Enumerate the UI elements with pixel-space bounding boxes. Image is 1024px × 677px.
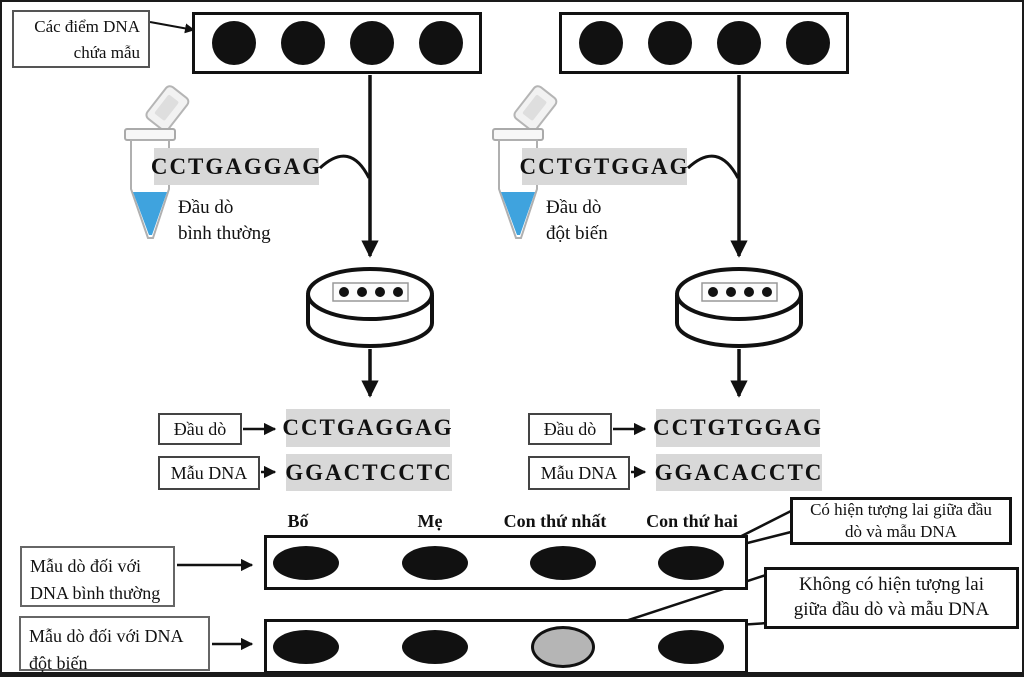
- blot-spot-mother-mutant: [402, 630, 468, 664]
- blot-spot-father-mutant: [273, 630, 339, 664]
- blot-header-second-child: Con thứ hai: [646, 511, 738, 531]
- dna-spot: [280, 21, 325, 65]
- hybridized-callout-line1: Có hiện tượng lai giữa đầu: [810, 499, 992, 519]
- blot-spot-father-normal: [273, 546, 339, 580]
- normal-tube-sequence-chip: CCTGAGGAG: [151, 148, 320, 185]
- dna-spot: [716, 21, 761, 65]
- normal-probe-curve-connector: [318, 154, 371, 179]
- mutant-hybridization-dish-icon: [675, 267, 803, 348]
- blot-spot-second-child-mutant: [658, 630, 724, 664]
- mutant-probe-label-box: Đầu dò: [528, 413, 612, 445]
- hybridized-callout-box: Có hiện tượng lai giữa đầu dò và mẫu DNA: [790, 497, 1012, 545]
- not-hybridized-callout-line2: giữa đầu dò và mẫu DNA: [793, 599, 990, 620]
- dna-spot: [211, 21, 256, 65]
- dna-spot: [647, 21, 692, 65]
- blot-header-father: Bố: [287, 511, 309, 531]
- mutant-probe-curve-connector: [686, 154, 740, 179]
- blot-spot-first-child-mutant-no-signal: [531, 626, 595, 668]
- sample-points-label-line2: chứa mẫu: [73, 43, 140, 63]
- normal-tube-caption: Đầu dò bình thường: [178, 195, 271, 246]
- normal-hybridization-dish-icon: [306, 267, 434, 348]
- mutant-row-label-line2: đột biến: [29, 653, 88, 673]
- dna-spot-strip-normal: [192, 12, 482, 74]
- blot-header-mother: Mẹ: [417, 511, 443, 531]
- mutant-row-label-line1: Mẫu dò đối với DNA: [29, 626, 184, 646]
- not-hybridized-callout-box: Không có hiện tượng lai giữa đầu dò và m…: [764, 567, 1019, 629]
- normal-probe-sequence-chip: CCTGAGGAG: [282, 409, 452, 447]
- mutant-tube-sequence-chip: CCTGTGGAG: [519, 148, 688, 185]
- hybridized-callout-line2: dò và mẫu DNA: [845, 522, 957, 541]
- mutant-probe-sequence-chip: CCTGTGGAG: [653, 409, 821, 447]
- normal-tube-caption-line2: bình thường: [178, 222, 271, 244]
- dna-spot: [578, 21, 623, 65]
- not-hybridized-callout-line1: Không có hiện tượng lai: [799, 574, 984, 596]
- dna-spot: [349, 21, 394, 65]
- mutant-tube-caption: Đầu dò đột biến: [546, 195, 608, 246]
- normal-sample-label-box: Mẫu DNA: [158, 456, 260, 490]
- normal-probe-label-box: Đầu dò: [158, 413, 242, 445]
- mutant-sample-label-box: Mẫu DNA: [528, 456, 630, 490]
- mutant-sample-sequence-chip: GGACACCTC: [655, 454, 822, 491]
- sample-points-label-box: Các điểm DNA chứa mẫu: [12, 10, 150, 68]
- blot-spot-first-child-normal: [530, 546, 596, 580]
- normal-row-label-line2: DNA bình thường: [30, 583, 161, 603]
- sample-points-label-line1: Các điểm DNA: [34, 17, 140, 36]
- dna-spot: [418, 21, 463, 65]
- blot-header-first-child: Con thứ nhất: [503, 511, 607, 531]
- normal-sample-sequence-chip: GGACTCCTC: [285, 454, 452, 491]
- label-to-strip-arrow: [149, 21, 195, 34]
- mutant-row-label-box: Mẫu dò đối với DNA đột biến: [19, 616, 210, 672]
- mutant-tube-caption-line1: Đầu dò: [546, 197, 602, 218]
- dna-spot-strip-mutant: [559, 12, 849, 74]
- blot-row-normal: [264, 535, 748, 590]
- normal-tube-caption-line1: Đầu dò: [178, 197, 234, 218]
- normal-row-label-line1: Mẫu dò đối với: [30, 556, 142, 576]
- mutant-tube-caption-line2: đột biến: [546, 222, 608, 244]
- blot-row-mutant: [264, 619, 748, 672]
- dna-spot: [785, 21, 830, 65]
- normal-row-label-box: Mẫu dò đối với DNA bình thường: [20, 546, 175, 607]
- blot-spot-second-child-normal: [658, 546, 724, 580]
- blot-spot-mother-normal: [402, 546, 468, 580]
